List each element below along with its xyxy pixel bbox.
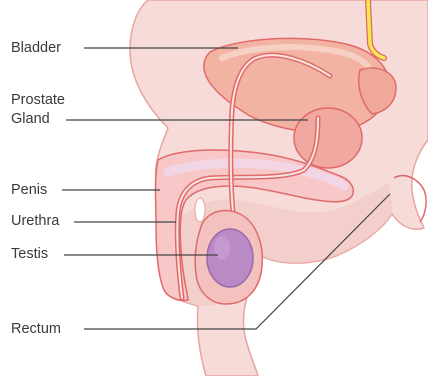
testis-shape [207, 229, 253, 287]
label-prostate-line2: Gland [11, 111, 50, 128]
label-prostate-line1: Prostate [11, 92, 65, 109]
label-bladder: Bladder [11, 40, 61, 57]
label-rectum: Rectum [11, 321, 61, 338]
prostate-shape [294, 108, 362, 168]
testis-highlight [214, 236, 230, 260]
label-testis: Testis [11, 246, 48, 263]
label-urethra: Urethra [11, 213, 59, 230]
label-penis: Penis [11, 182, 47, 199]
glans-detail [195, 198, 205, 222]
